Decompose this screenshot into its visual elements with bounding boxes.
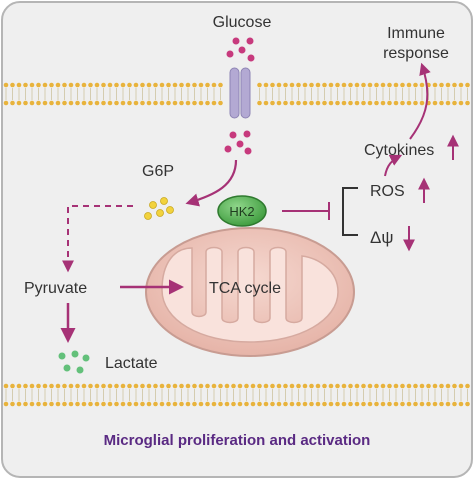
glucose-dots-outside [226, 37, 255, 62]
hk2-label: HK2 [229, 204, 254, 219]
ros-label: ROS [370, 183, 405, 200]
immune-response-label-line1: Immune [387, 25, 445, 42]
hk2-inhibition [282, 202, 330, 220]
lactate-dots [58, 350, 90, 374]
tca-cycle-label: TCA cycle [209, 280, 281, 297]
glucose-dots-inside [224, 130, 252, 155]
delta-psi-label: Δψ [370, 228, 393, 247]
cytokines-label: Cytokines [364, 142, 434, 159]
g6p-label: G6P [142, 163, 174, 180]
mitochondrion [145, 227, 355, 357]
cytokines-to-immune-arrow [409, 62, 431, 140]
top-membrane [3, 82, 470, 106]
glucose-transporter [229, 67, 251, 119]
ros-delta-psi-bracket [342, 187, 358, 236]
glucose-label: Glucose [213, 14, 272, 31]
caption: Microglial proliferation and activation [104, 432, 371, 449]
immune-response-label-line2: response [383, 45, 449, 62]
hk2-protein [217, 195, 267, 227]
glucose-to-g6p-arrow [185, 159, 238, 207]
pyruvate-label: Pyruvate [24, 280, 87, 297]
ros-to-cytokines-arrow [384, 154, 403, 177]
lactate-label: Lactate [105, 355, 158, 372]
g6p-dots [144, 197, 174, 220]
bottom-membrane [3, 383, 470, 407]
